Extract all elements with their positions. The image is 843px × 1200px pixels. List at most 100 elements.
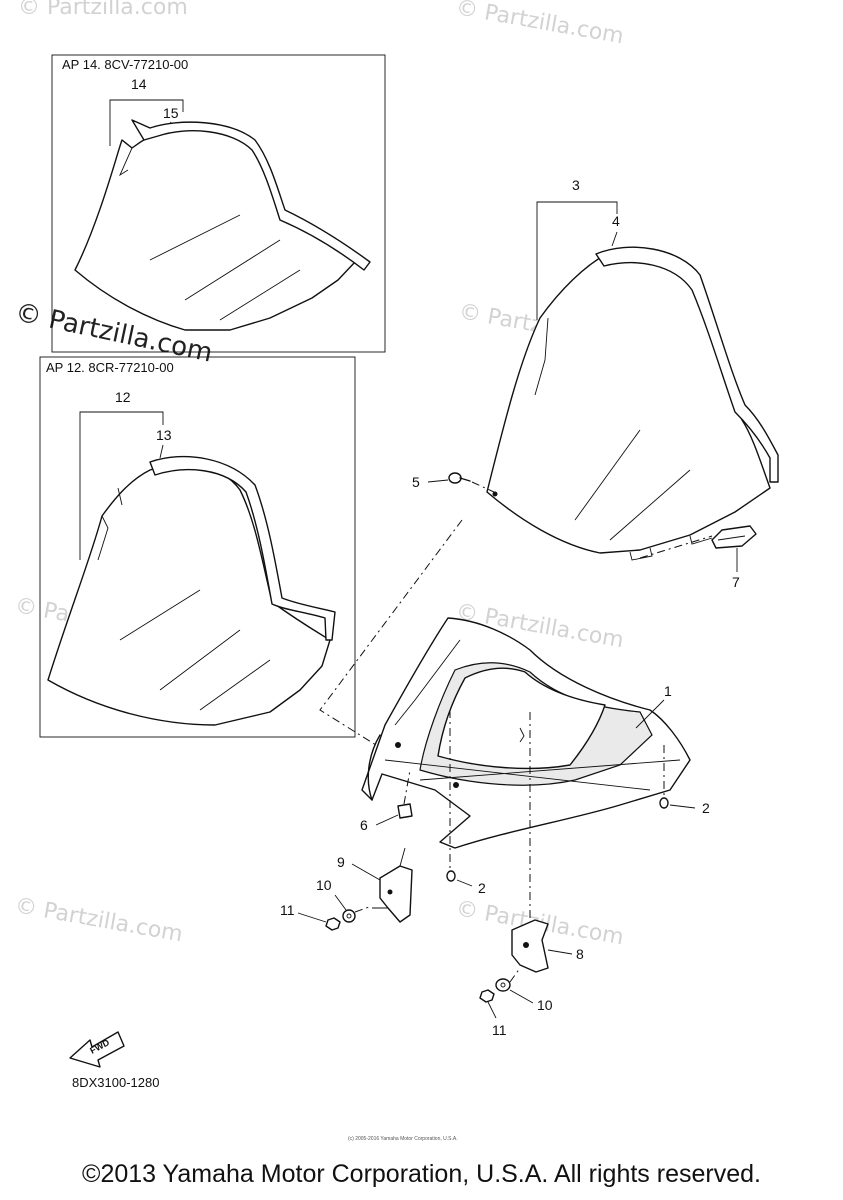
nut: [479, 989, 495, 1003]
diagram-code: 8DX3100-1280: [72, 1075, 159, 1090]
windshield-trim-4: [595, 246, 779, 483]
callout-10: 10: [316, 877, 332, 893]
assembly-line: [403, 769, 411, 805]
callout-12: 12: [115, 389, 131, 405]
screw-2-right: 2: [659, 745, 710, 816]
alt-part-label: AP 12. 8CR-77210-00: [46, 360, 174, 375]
leader-line: [375, 814, 399, 826]
leader-line: [334, 894, 347, 911]
callout-14: 14: [131, 76, 147, 92]
mount-hole: [395, 742, 401, 748]
leader-line: [297, 912, 327, 923]
bracket-hole: [387, 889, 393, 895]
assembly-line: [354, 905, 373, 913]
fwd-arrow-icon: [69, 1031, 125, 1068]
alt-part-box-12: AP 12. 8CR-77210-00 12 13: [39, 356, 356, 738]
bolt-5: 5: [412, 472, 495, 493]
hardware-bottom: 10 11: [479, 967, 553, 1038]
main-windshield: 3 4: [486, 177, 779, 561]
leader-line: [547, 949, 573, 955]
alt-part-box-14: AP 14. 8CV-77210-00 14 15: [51, 54, 386, 353]
callout-13: 13: [156, 427, 172, 443]
front-cowl: 1: [361, 617, 691, 849]
cowl-opening: [437, 667, 606, 770]
leader-line: [159, 444, 164, 459]
hardware-left: 10 11: [280, 877, 373, 931]
tab-notch: [629, 535, 713, 561]
leader-line: [635, 699, 665, 729]
shading: [534, 317, 691, 541]
fwd-arrow: FWD: [69, 1031, 125, 1068]
mount-hole: [492, 491, 498, 497]
callout-3: 3: [572, 177, 580, 193]
callout-4: 4: [612, 213, 620, 229]
assembly-line: [639, 535, 713, 559]
fine-print: (c) 2005-2016 Yamaha Motor Corporation, …: [348, 1136, 458, 1142]
callout-7: 7: [732, 574, 740, 590]
cowl-detail: [519, 727, 525, 743]
edge-detail: [97, 487, 123, 561]
clip-detail: [717, 535, 746, 541]
alt-part-frame: [51, 54, 386, 353]
watermark: © Partzilla.com: [18, 0, 188, 20]
leader-line: [456, 879, 473, 887]
grommet-body: [397, 803, 413, 819]
washer-hole: [346, 913, 352, 919]
edge-detail: [118, 139, 133, 177]
callout-8: 8: [576, 946, 584, 962]
callout-6: 6: [360, 817, 368, 833]
clip-7: 7: [639, 525, 757, 590]
leader-line: [536, 201, 618, 320]
bracket-8: 8: [511, 712, 584, 973]
callout-10: 10: [537, 997, 553, 1013]
screw-head: [659, 797, 669, 809]
callout-11: 11: [280, 902, 295, 918]
leader-line: [509, 989, 534, 1004]
callout-5: 5: [412, 474, 420, 490]
callout-2: 2: [478, 880, 486, 896]
screw-head: [446, 870, 456, 882]
windshield-trim-ap12: [149, 455, 336, 641]
bracket-9: 9: [337, 847, 413, 923]
callout-9: 9: [337, 854, 345, 870]
bracket-hole: [523, 942, 529, 948]
alt-part-label: AP 14. 8CV-77210-00: [62, 57, 188, 72]
bolt-shank: [459, 477, 471, 482]
leader-line: [351, 863, 381, 881]
mount-hole: [453, 782, 459, 788]
windshield-ap12: [47, 463, 331, 726]
cowl-flange: [367, 734, 381, 801]
bolt-head: [448, 472, 462, 484]
shading: [119, 589, 271, 711]
windshield-trim-ap14: [131, 119, 371, 271]
leader-line: [611, 231, 618, 247]
watermark: © Partzilla.com: [454, 0, 626, 49]
assembly-line: [471, 481, 495, 493]
shading: [149, 214, 301, 321]
watermark: © Partzilla.com: [13, 893, 185, 947]
windshield-3: [486, 249, 771, 554]
bracket-body: [511, 919, 549, 973]
washer: [342, 909, 356, 923]
screw-2-center: 2: [446, 710, 486, 896]
alt-part-frame: [39, 356, 356, 738]
leader-line: [109, 99, 184, 146]
callout-11: 11: [492, 1022, 507, 1038]
clip-body: [711, 525, 757, 549]
leader-line: [427, 479, 449, 483]
grommet-6: 6: [360, 769, 413, 833]
callout-1: 1: [664, 683, 672, 699]
copyright-notice: ©2013 Yamaha Motor Corporation, U.S.A. A…: [82, 1160, 761, 1188]
cowl-edge: [384, 639, 681, 791]
nut: [325, 917, 341, 931]
washer: [495, 978, 511, 992]
washer-hole: [500, 982, 506, 988]
bracket-body: [379, 865, 413, 923]
leader-line: [487, 1001, 497, 1019]
leader-line: [79, 411, 164, 560]
bracket-detail: [372, 847, 406, 909]
callout-15: 15: [163, 105, 179, 121]
callout-2: 2: [702, 800, 710, 816]
assembly-line: [509, 967, 521, 983]
